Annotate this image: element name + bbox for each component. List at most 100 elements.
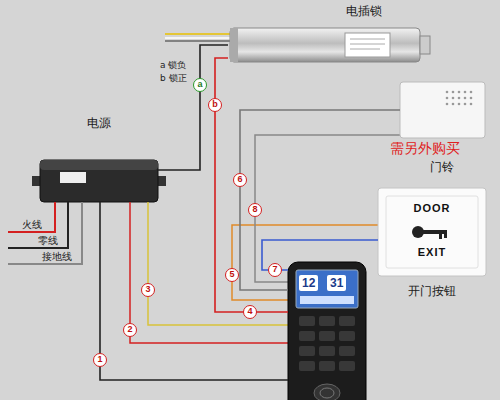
keypad-key xyxy=(339,361,355,371)
keypad-key xyxy=(339,316,355,326)
access-terminal-picture xyxy=(288,262,366,400)
exit-button-picture xyxy=(423,230,447,234)
exit-button-picture xyxy=(412,226,424,238)
exit-button-picture xyxy=(439,234,442,239)
speaker-hole xyxy=(458,91,461,94)
electric-lock-picture xyxy=(350,39,385,40)
keypad-key xyxy=(299,331,315,341)
wire-name: 零线 xyxy=(38,235,58,246)
electric-lock-picture xyxy=(420,36,430,54)
speaker-hole xyxy=(470,91,473,94)
electric-lock-picture xyxy=(230,28,430,62)
node-label: 电源 xyxy=(87,116,111,130)
exit-button-picture xyxy=(378,188,486,276)
speaker-hole xyxy=(446,103,449,106)
wire-connector xyxy=(240,110,400,290)
access-terminal-picture xyxy=(320,388,334,398)
power-supply: 电源 xyxy=(40,160,158,202)
doorbell: 门铃 xyxy=(400,82,485,138)
callout-number: 8 xyxy=(248,203,262,217)
lock-lead-wires xyxy=(165,40,230,42)
mains-wires xyxy=(8,202,82,264)
wire-connector xyxy=(215,58,288,312)
keypad-key xyxy=(299,346,315,356)
keypad-key xyxy=(339,331,355,341)
node-label: 开门按钮 xyxy=(408,284,456,298)
keypad xyxy=(299,316,355,371)
access-terminal-picture xyxy=(296,270,358,308)
wire-note: a 锁负 xyxy=(160,60,186,71)
wire-name: 火线 xyxy=(22,219,42,230)
callout-number: 1 xyxy=(93,353,107,367)
mains-wires xyxy=(8,202,55,232)
node-label: DOOR xyxy=(414,202,451,215)
speaker-hole xyxy=(452,91,455,94)
power-supply-picture xyxy=(40,160,158,170)
extra-wires xyxy=(148,202,288,325)
access-terminal-picture xyxy=(300,296,354,304)
callout-number: 3 xyxy=(141,283,155,297)
lock-lead-wires xyxy=(165,33,230,35)
callout-number: 2 xyxy=(123,323,137,337)
electric-lock-picture xyxy=(230,28,238,62)
keypad-key xyxy=(319,331,335,341)
speaker-hole xyxy=(470,97,473,100)
lock-lead-wires xyxy=(165,37,230,39)
speaker-hole xyxy=(464,97,467,100)
wire-connector xyxy=(100,202,288,380)
electric-lock-picture xyxy=(230,28,420,62)
access-terminal-picture xyxy=(314,384,340,400)
power-supply-picture xyxy=(40,160,158,202)
callout-number: 6 xyxy=(233,173,247,187)
doorbell-picture xyxy=(400,82,485,138)
keypad-key xyxy=(339,346,355,356)
speaker-hole xyxy=(446,91,449,94)
keypad-key xyxy=(319,316,335,326)
doorbell-picture xyxy=(400,82,485,138)
exit-button-picture xyxy=(444,234,447,238)
callout-number: 7 xyxy=(268,263,282,277)
node-label: 电插锁 xyxy=(346,4,382,18)
mains-wires xyxy=(8,202,82,264)
electric-lock: 电插锁 xyxy=(228,28,420,62)
speaker-hole xyxy=(464,91,467,94)
speaker-hole xyxy=(458,103,461,106)
clock-digits: 31 xyxy=(327,275,346,291)
speaker-hole xyxy=(446,97,449,100)
electric-lock-picture xyxy=(345,33,390,57)
keypad-key xyxy=(319,346,335,356)
access-terminal: 12 31 xyxy=(288,262,366,400)
power-supply-picture xyxy=(32,160,166,202)
electric-lock-picture xyxy=(350,49,380,50)
lock-lead-wires xyxy=(165,34,230,41)
speaker-hole xyxy=(470,103,473,106)
node-label: 门铃 xyxy=(430,160,454,174)
exit-button-picture xyxy=(386,196,478,268)
speaker-holes xyxy=(446,91,473,106)
keypad-key xyxy=(319,361,335,371)
wire-note: b 锁正 xyxy=(160,73,187,84)
electric-lock-picture xyxy=(350,44,385,45)
speaker-hole xyxy=(464,103,467,106)
speaker-hole xyxy=(458,97,461,100)
access-terminal-picture xyxy=(288,262,366,400)
callout-letter: b xyxy=(208,98,222,112)
wire-name: 接地线 xyxy=(42,251,72,262)
wire-connector xyxy=(158,45,228,170)
keypad-key xyxy=(299,361,315,371)
callout-number: 5 xyxy=(225,268,239,282)
exit-button: DOOREXIT开门按钮 xyxy=(378,188,486,276)
node-label: EXIT xyxy=(418,246,446,259)
callout-letter: a xyxy=(193,78,207,92)
power-supply-picture xyxy=(60,172,86,183)
mains-wires xyxy=(8,202,68,248)
clock-digits: 12 xyxy=(299,275,318,291)
speaker-hole xyxy=(452,103,455,106)
speaker-hole xyxy=(452,97,455,100)
exit-button-picture xyxy=(378,188,486,276)
extra-wires xyxy=(130,202,288,343)
